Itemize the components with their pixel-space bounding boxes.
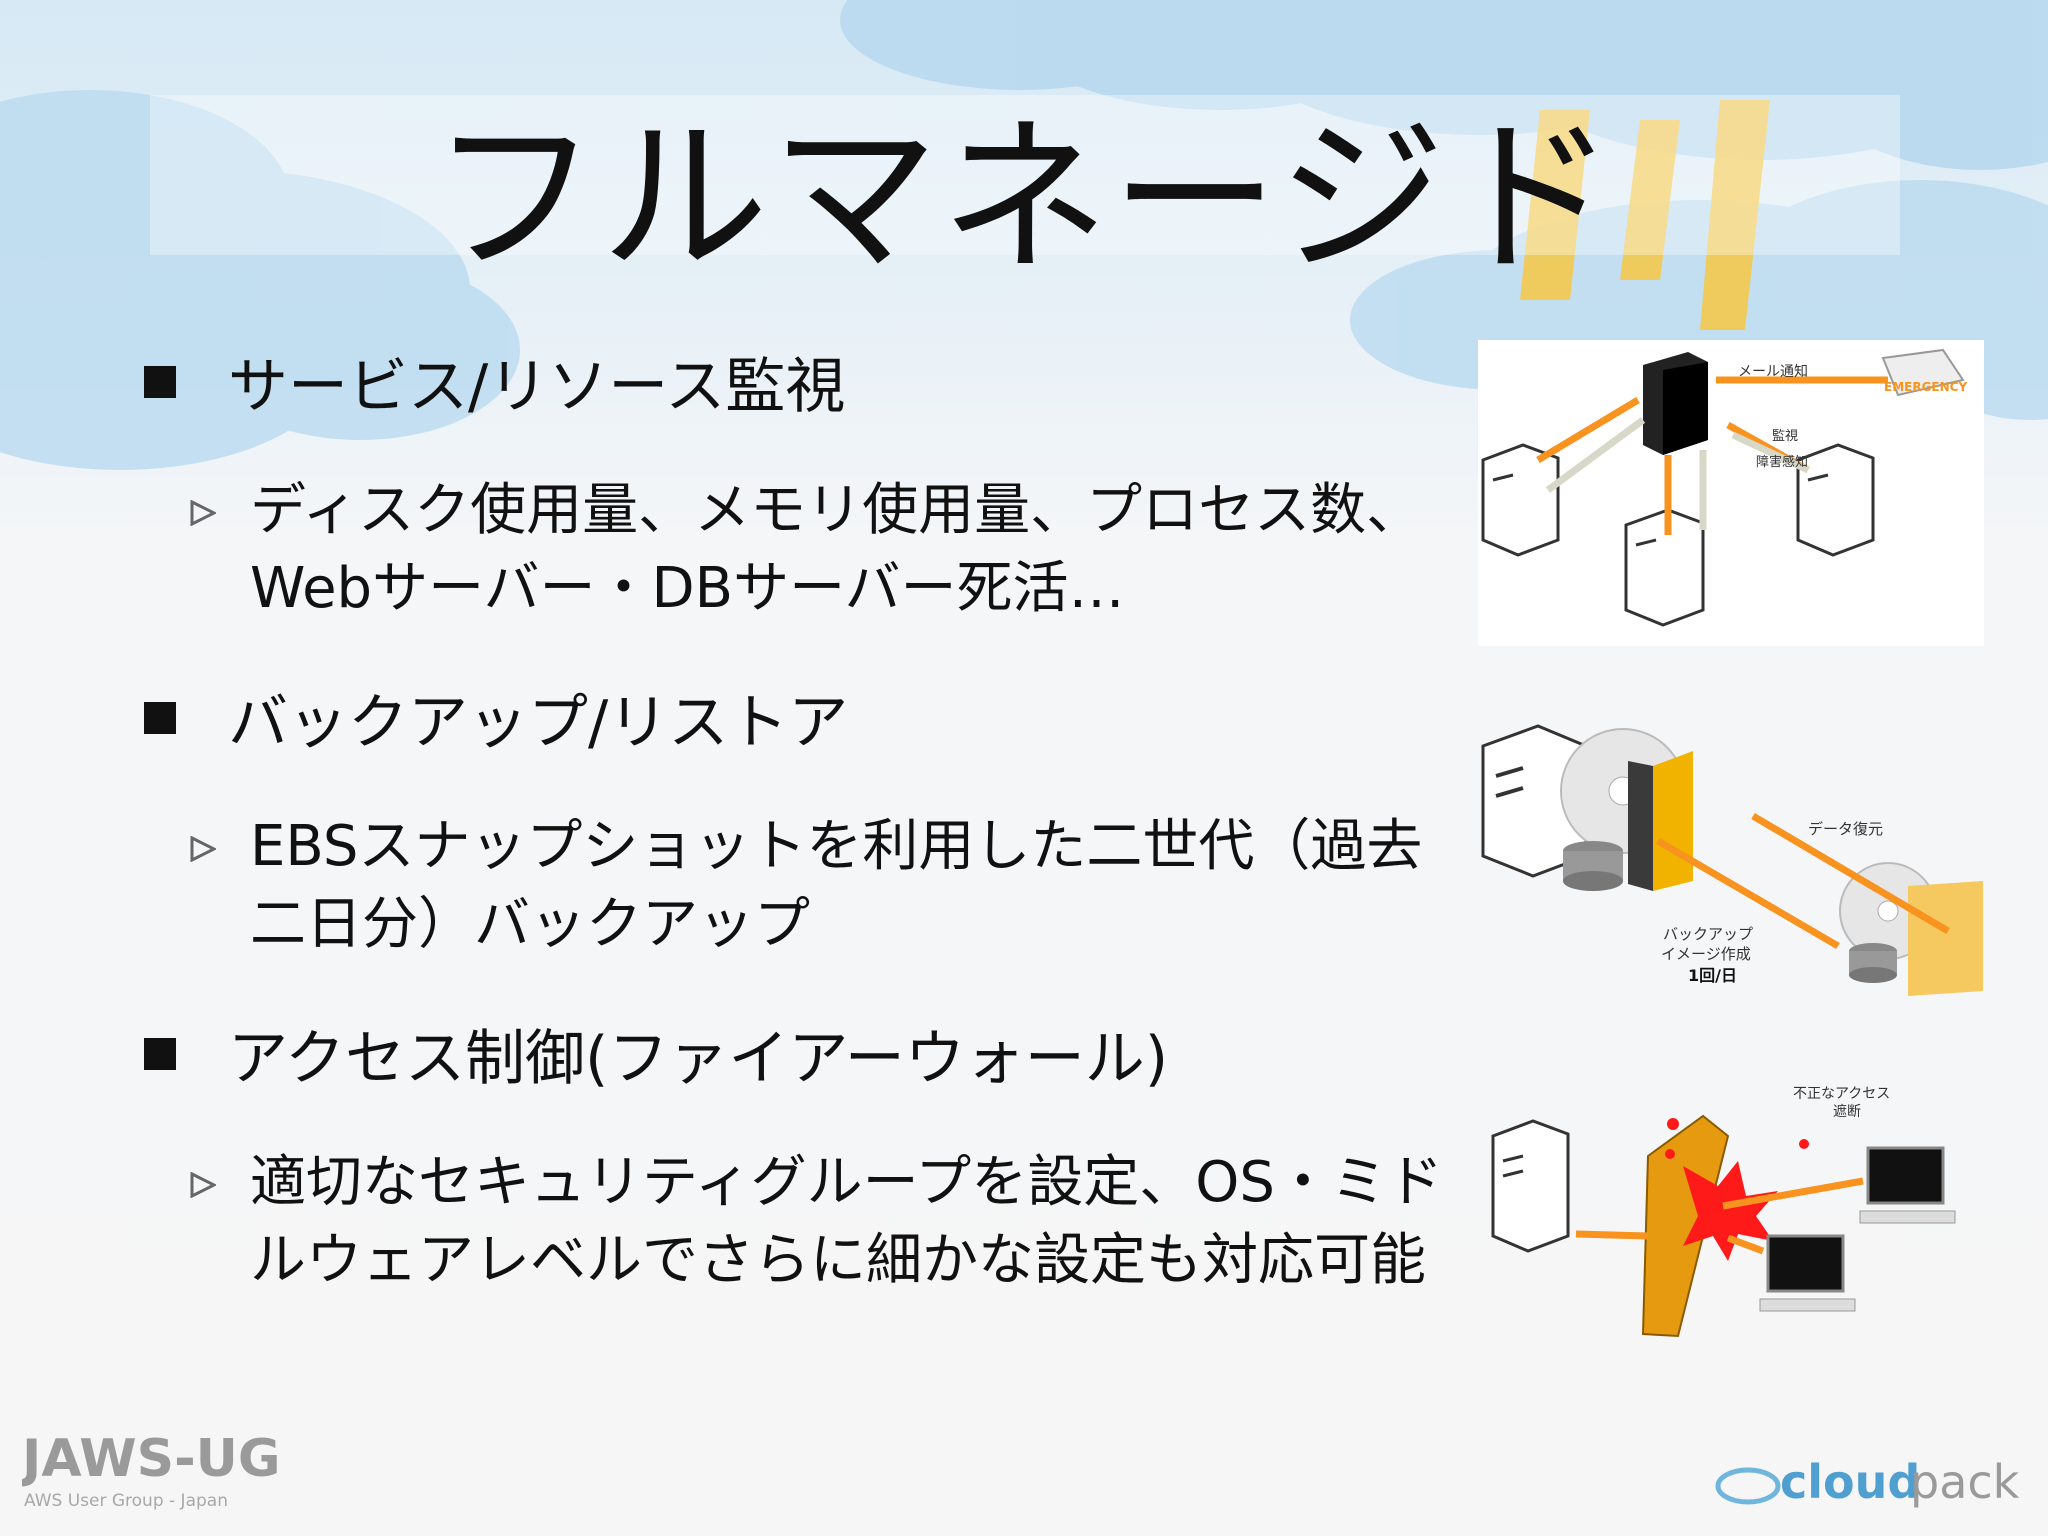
detail-line: ディスク使用量、メモリ使用量、プロセス数、 [250, 478, 1423, 543]
mail-label: メール通知 [1738, 363, 1808, 380]
jaws-ug-text: JAWS-UG [22, 1429, 281, 1489]
triangle-bullet-icon [190, 836, 216, 862]
server-icon-right [1796, 443, 1875, 557]
left-cloud [0, 90, 520, 470]
detail-line: Webサーバー・DBサーバー死活… [250, 556, 1125, 621]
watch-arrows [1545, 417, 1810, 530]
slide-title: フルマネージド [430, 100, 1618, 296]
jaws-ug-subtitle: AWS User Group - Japan [24, 1491, 228, 1511]
backup-diagram: データ復元 バックアップ イメージ作成 1回/日 [1481, 724, 1983, 996]
cloudpack-logo: cloud pack [1715, 1455, 2020, 1509]
square-bullet-icon [144, 1038, 176, 1070]
watch-label: 監視 [1772, 428, 1798, 444]
square-bullet-icon [144, 366, 176, 398]
explosion-icon [1683, 1161, 1778, 1261]
backup-label-line3: 1回/日 [1688, 966, 1737, 985]
computer-icon-top [1859, 1146, 1956, 1224]
light-rays [1520, 100, 1770, 330]
server-icon [1491, 1119, 1570, 1253]
monitoring-diagram: メール通知 EMERGENCY 監視 障害感知 [1478, 340, 1984, 646]
cloudpack-light-text: pack [1910, 1455, 2020, 1509]
top-clouds [840, 0, 2048, 170]
block-label-line1: 不正なアクセス [1793, 1086, 1890, 1102]
fault-label: 障害感知 [1756, 454, 1808, 470]
storage-box-icon-small [1908, 881, 1983, 996]
blocked-arrows [1575, 1177, 1864, 1255]
detail-line: ルウェアレベルでさらに細かな設定も対応可能 [250, 1228, 1426, 1293]
storage-box-icon [1628, 751, 1693, 891]
block-label-line2: 遮断 [1833, 1104, 1861, 1120]
cloudpack-bold-text: cloud [1780, 1455, 1920, 1509]
triangle-bullet-icon [190, 1172, 216, 1198]
envelope-icon [1881, 348, 1965, 397]
database-icon [1563, 841, 1623, 891]
triangle-bullet-icon [190, 500, 216, 526]
detail-line: EBSスナップショットを利用した二世代（過去 [250, 814, 1423, 879]
backup-label-line2: イメージ作成 [1661, 945, 1751, 963]
emergency-label: EMERGENCY [1884, 380, 1967, 394]
detail-line: 適切なセキュリティグループを設定、OS・ミド [250, 1150, 1443, 1215]
server-icon-left [1481, 443, 1560, 557]
bullet-list: サービス/リソース監視 ディスク使用量、メモリ使用量、プロセス数、 Webサーバ… [144, 352, 1443, 1293]
cloudpack-swirl-icon [1715, 1467, 1781, 1505]
backup-arrows [1656, 812, 1950, 950]
spark-icons [1665, 1118, 1809, 1159]
jaws-ug-logo: JAWS-UG AWS User Group - Japan [22, 1429, 281, 1511]
backup-label-line1: バックアップ [1663, 925, 1753, 943]
square-bullet-icon [144, 702, 176, 734]
computer-icon-bottom [1759, 1234, 1856, 1312]
firewall-diagram: 不正なアクセス 遮断 [1491, 1086, 1956, 1338]
restore-label: データ復元 [1808, 820, 1883, 838]
detail-line: 二日分）バックアップ [250, 892, 810, 957]
monitor-server-icon [1643, 352, 1708, 455]
database-icon-small [1849, 943, 1897, 983]
